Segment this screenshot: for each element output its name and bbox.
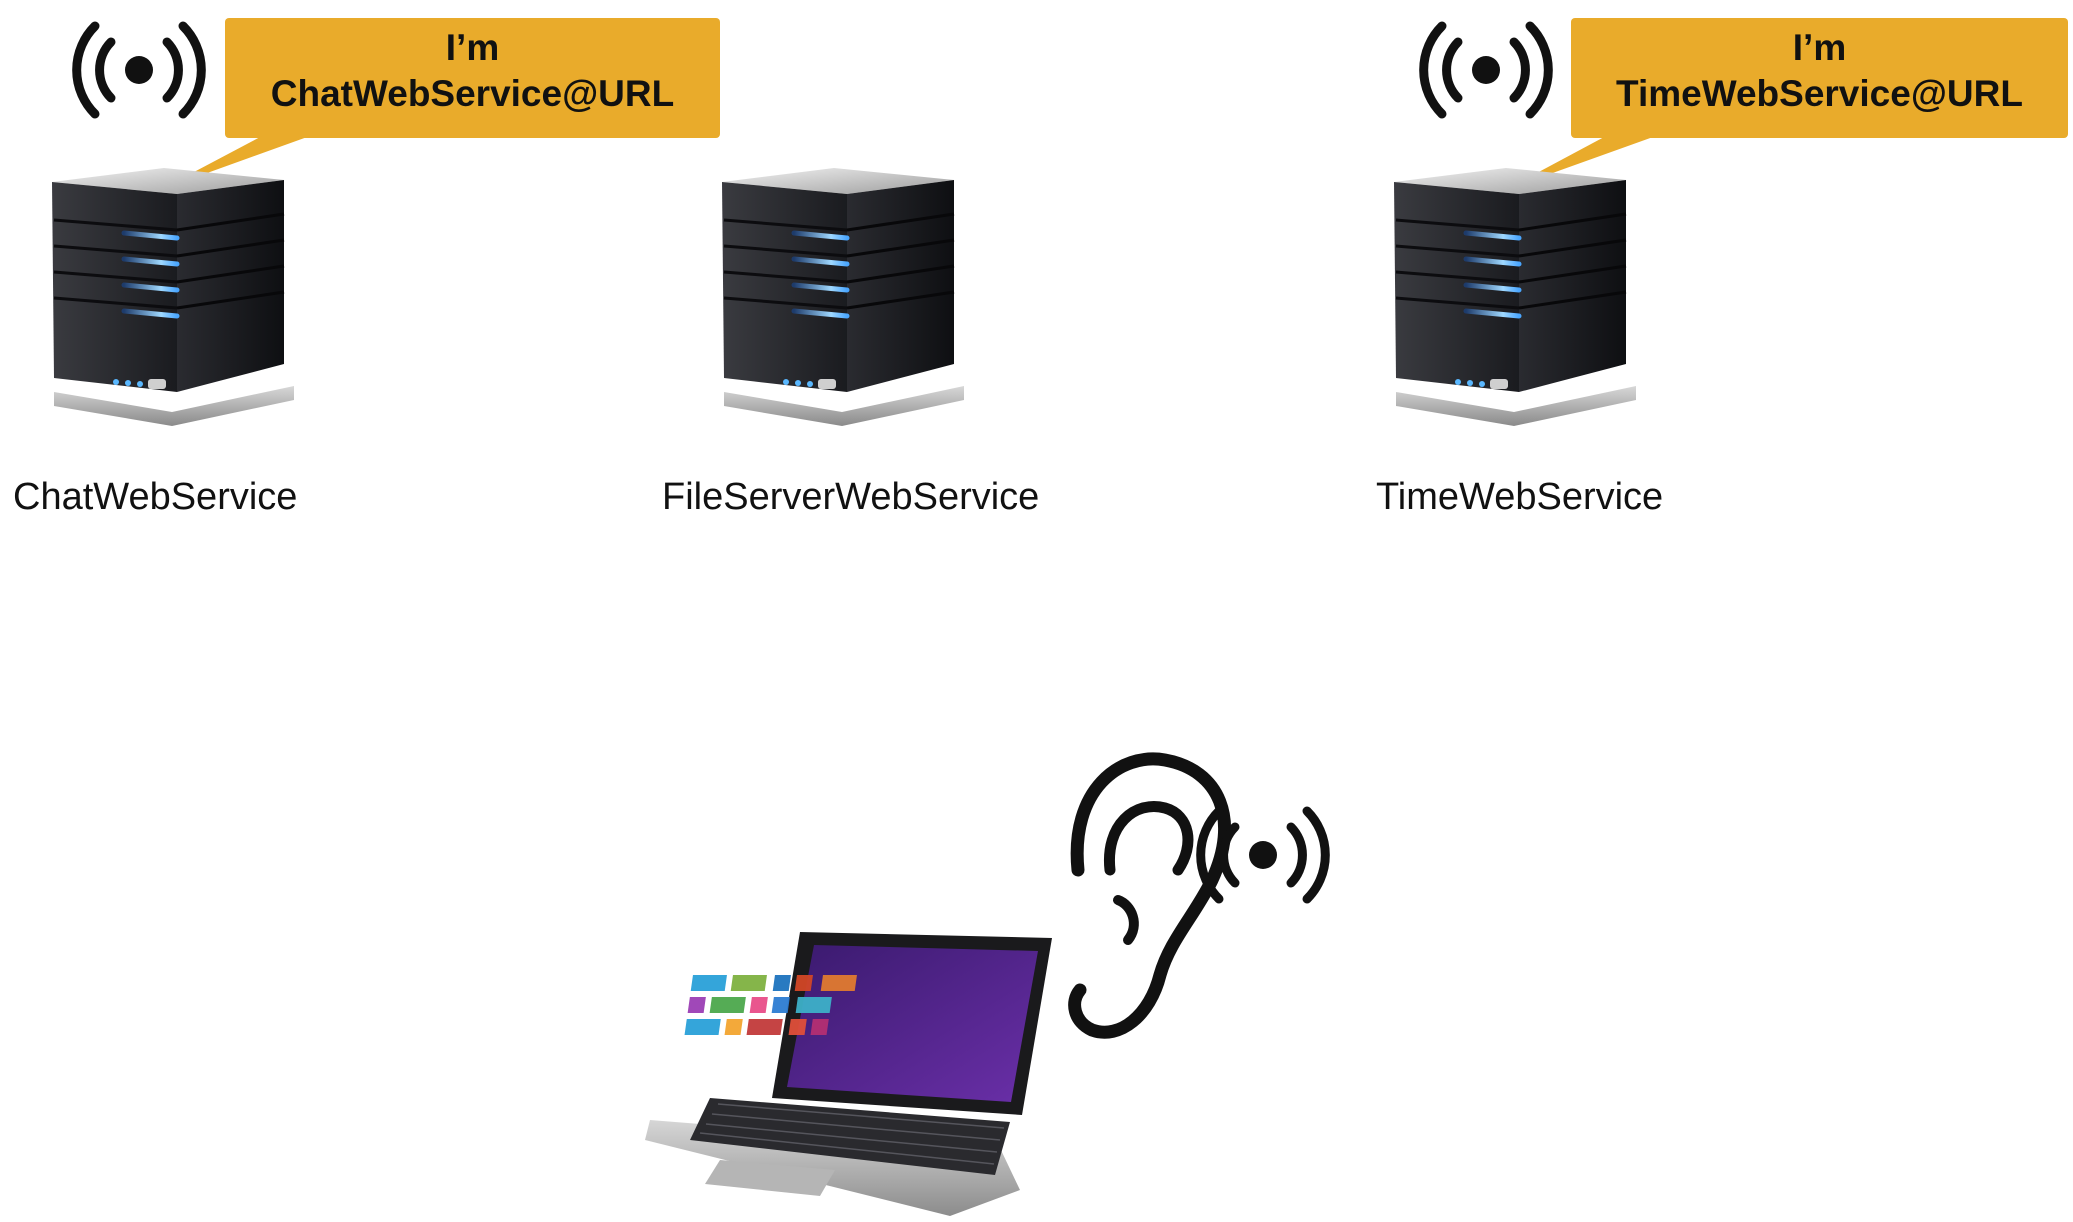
server-icon	[52, 168, 294, 426]
bubble-line-1: I’m	[445, 27, 500, 68]
bubble-line-2: TimeWebService@URL	[1616, 73, 2023, 114]
bubble-line-1: I’m	[1792, 27, 1847, 68]
broadcast-icon	[77, 26, 202, 114]
server-icon	[1394, 168, 1636, 426]
server-fileserverwebservice	[722, 168, 964, 426]
server-label-fileserverwebservice: FileServerWebService	[662, 476, 1040, 518]
laptop-icon	[645, 932, 1052, 1216]
server-label-timewebservice: TimeWebService	[1376, 476, 1664, 518]
broadcast-icon	[1424, 26, 1549, 114]
bubble-text-chatwebservice: I’m ChatWebService@URL	[225, 25, 720, 117]
bubble-line-2: ChatWebService@URL	[270, 73, 675, 114]
server-label-chatwebservice: ChatWebService	[13, 476, 298, 518]
server-chatwebservice	[52, 18, 720, 426]
server-timewebservice	[1394, 18, 2068, 426]
server-icon	[722, 168, 964, 426]
ear-icon	[1068, 752, 1232, 1039]
bubble-text-timewebservice: I’m TimeWebService@URL	[1571, 25, 2068, 117]
